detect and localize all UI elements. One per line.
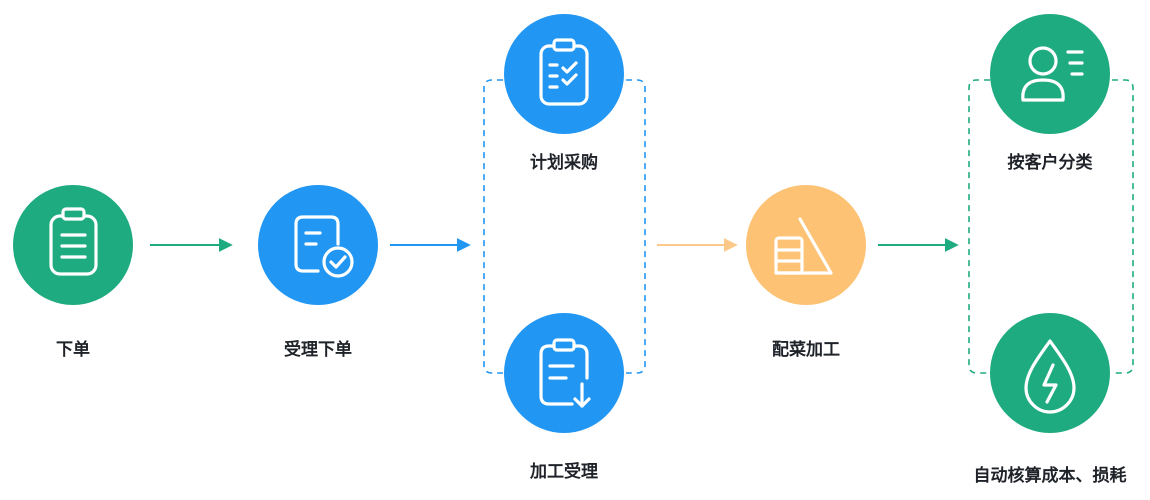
step-label-auto-cost: 自动核算成本、损耗: [973, 466, 1127, 486]
step-classify-circle: [990, 14, 1110, 134]
stack-triangle-icon: [774, 217, 833, 275]
step-auto-cost: [990, 313, 1110, 433]
step-prep-circle: [746, 185, 866, 305]
step-label-customer-classify: 按客户分类: [1007, 153, 1093, 173]
user-list-icon: [1021, 46, 1084, 102]
step-processing-circle: [504, 313, 624, 433]
step-label-accept-order: 受理下单: [284, 340, 352, 360]
step-accept-order: [258, 185, 378, 305]
drop-lightning-icon: [1024, 339, 1076, 414]
clipboard-download-icon: [539, 338, 591, 408]
step-plan-circle: [504, 14, 624, 134]
document-check-icon: [294, 215, 354, 278]
step-label-prep-processing: 配菜加工: [772, 340, 840, 360]
clipboard-icon: [49, 207, 98, 276]
step-label-order: 下单: [56, 340, 90, 360]
step-prep-processing: [746, 185, 866, 305]
group-bracket-output: [968, 79, 1134, 374]
step-plan-purchase: [504, 14, 624, 134]
group-bracket-planning: [483, 79, 646, 374]
step-accept-circle: [258, 185, 378, 305]
step-order: [13, 185, 133, 305]
step-processing-accept: [504, 313, 624, 433]
checklist-icon: [539, 38, 589, 106]
step-label-plan-purchase: 计划采购: [530, 153, 598, 173]
step-label-processing-accept: 加工受理: [530, 462, 598, 482]
step-customer-classify: [990, 14, 1110, 134]
